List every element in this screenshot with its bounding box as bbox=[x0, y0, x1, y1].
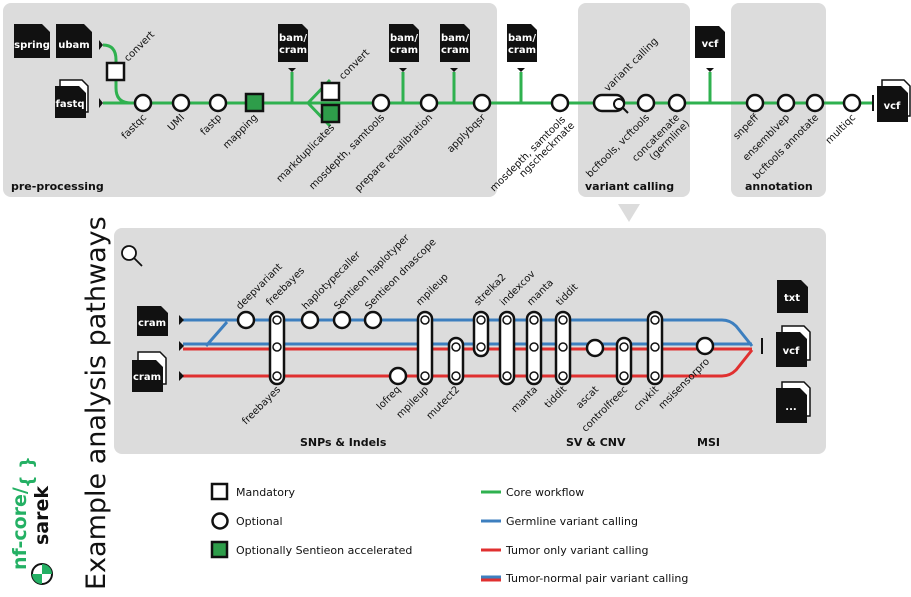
file-txt-icon: txt bbox=[777, 280, 808, 313]
fastp-node bbox=[208, 93, 228, 113]
preprocessing-label: pre-processing bbox=[11, 180, 104, 193]
file-ubam-label: ubam bbox=[58, 40, 89, 51]
snpeff-node bbox=[745, 93, 765, 113]
svg-text:bam/: bam/ bbox=[508, 33, 536, 44]
top-nodes bbox=[105, 61, 862, 124]
convert-node-1 bbox=[105, 61, 126, 82]
file-fastq-label: fastq bbox=[56, 99, 85, 110]
svg-text:cram: cram bbox=[441, 45, 469, 56]
input-markers bbox=[99, 40, 874, 111]
file-bam-cram-2-icon: bam/ cram bbox=[389, 24, 419, 62]
file-vcf-bottom-label: vcf bbox=[783, 346, 800, 357]
snps-indels-label: SNPs & Indels bbox=[300, 436, 387, 449]
file-txt-label: txt bbox=[784, 293, 800, 304]
markduplicates-node bbox=[320, 103, 341, 124]
multiqc-node bbox=[842, 93, 862, 113]
legend-sentieon-symbol bbox=[210, 540, 229, 559]
ascat-node bbox=[585, 338, 605, 358]
legend-sentieon-label: Optionally Sentieon accelerated bbox=[236, 544, 412, 557]
sentieon-haplotyper-node bbox=[332, 310, 352, 330]
file-other-icon: ... bbox=[776, 381, 811, 423]
legend-mandatory-symbol bbox=[210, 482, 229, 501]
svg-text:cram: cram bbox=[390, 45, 418, 56]
file-vcf-in-icon: vcf bbox=[695, 26, 725, 58]
legend-optional-symbol bbox=[211, 512, 229, 530]
multiqc-label: multiqc bbox=[824, 112, 858, 146]
legend-tumor-only-label: Tumor only variant calling bbox=[505, 544, 649, 557]
file-spring-icon: spring bbox=[14, 24, 50, 58]
file-cram-1-icon: cram bbox=[137, 306, 168, 336]
prepare-recalibration-node bbox=[419, 93, 439, 113]
haplotypecaller-node bbox=[300, 310, 320, 330]
fastqc-node bbox=[133, 93, 153, 113]
mapping-node bbox=[244, 92, 265, 113]
zoom-arrow bbox=[618, 204, 640, 222]
file-vcf-in-label: vcf bbox=[702, 39, 719, 50]
applybqsr-node bbox=[472, 93, 492, 113]
lofreq-node bbox=[388, 366, 408, 386]
file-vcf-out-icon: vcf bbox=[877, 79, 911, 122]
file-vcf-bottom-icon: vcf bbox=[776, 325, 811, 367]
deepvariant-node bbox=[236, 310, 256, 330]
variant-calling-label: variant calling bbox=[585, 180, 674, 193]
logo-line1: nf-core/ bbox=[9, 487, 31, 570]
file-bam-cram-4-icon: bam/ cram bbox=[507, 24, 537, 62]
bcftools-node bbox=[636, 93, 656, 113]
pathways-panel bbox=[114, 228, 826, 454]
concatenate-node bbox=[667, 93, 687, 113]
umi-node bbox=[171, 93, 191, 113]
file-other-label: ... bbox=[785, 402, 796, 413]
mosdepth-node bbox=[371, 93, 391, 113]
legend-germline-label: Germline variant calling bbox=[506, 515, 638, 528]
svg-text:bam/: bam/ bbox=[390, 33, 418, 44]
pathway-markers bbox=[179, 315, 763, 381]
file-cram-2-icon: cram bbox=[132, 351, 167, 392]
svg-text:{ }: { } bbox=[17, 456, 38, 488]
ensemblvep-node bbox=[776, 93, 796, 113]
legend-tumor-normal-label: Tumor-normal pair variant calling bbox=[505, 572, 688, 585]
convert-node-2 bbox=[320, 81, 341, 102]
logo-line2: sarek bbox=[31, 486, 53, 545]
sentieon-dnascope-node bbox=[363, 310, 383, 330]
file-cram-1-label: cram bbox=[138, 318, 166, 329]
file-cram-2-label: cram bbox=[133, 372, 161, 383]
file-bam-cram-1-icon: bam/ cram bbox=[278, 24, 308, 62]
variant-calling-panel bbox=[578, 3, 690, 197]
pathway-nodes bbox=[236, 310, 715, 386]
legend: Mandatory Optional Optionally Sentieon a… bbox=[210, 482, 688, 585]
svg-text:cram: cram bbox=[508, 45, 536, 56]
file-ubam-icon: ubam bbox=[56, 24, 92, 58]
mosdepth-samtools-2-label: mosdepth, samtools bbox=[488, 114, 568, 194]
page-title: Example analysis pathways bbox=[81, 216, 112, 590]
bcftools-annotate-node bbox=[805, 93, 825, 113]
svg-text:bam/: bam/ bbox=[279, 33, 307, 44]
svg-text:cram: cram bbox=[279, 45, 307, 56]
file-spring-label: spring bbox=[14, 40, 50, 51]
sv-cnv-label: SV & CNV bbox=[566, 436, 626, 449]
legend-core-label: Core workflow bbox=[506, 486, 584, 499]
logo-mark-icon: { } bbox=[17, 456, 53, 585]
file-vcf-out-label: vcf bbox=[884, 101, 901, 112]
magnifier-small-icon bbox=[613, 98, 629, 114]
msisensorpro-node bbox=[695, 336, 715, 356]
connector-dots bbox=[272, 315, 660, 381]
legend-mandatory-label: Mandatory bbox=[236, 486, 295, 499]
msi-label: MSI bbox=[697, 436, 720, 449]
file-fastq-icon: fastq bbox=[55, 79, 89, 118]
legend-optional-label: Optional bbox=[236, 515, 283, 528]
file-bam-cram-3-icon: bam/ cram bbox=[440, 24, 470, 62]
annotation-label: annotation bbox=[745, 180, 813, 193]
svg-text:bam/: bam/ bbox=[441, 33, 469, 44]
mosdepth-ngs-node bbox=[550, 93, 570, 113]
magnifier-icon bbox=[121, 245, 143, 267]
